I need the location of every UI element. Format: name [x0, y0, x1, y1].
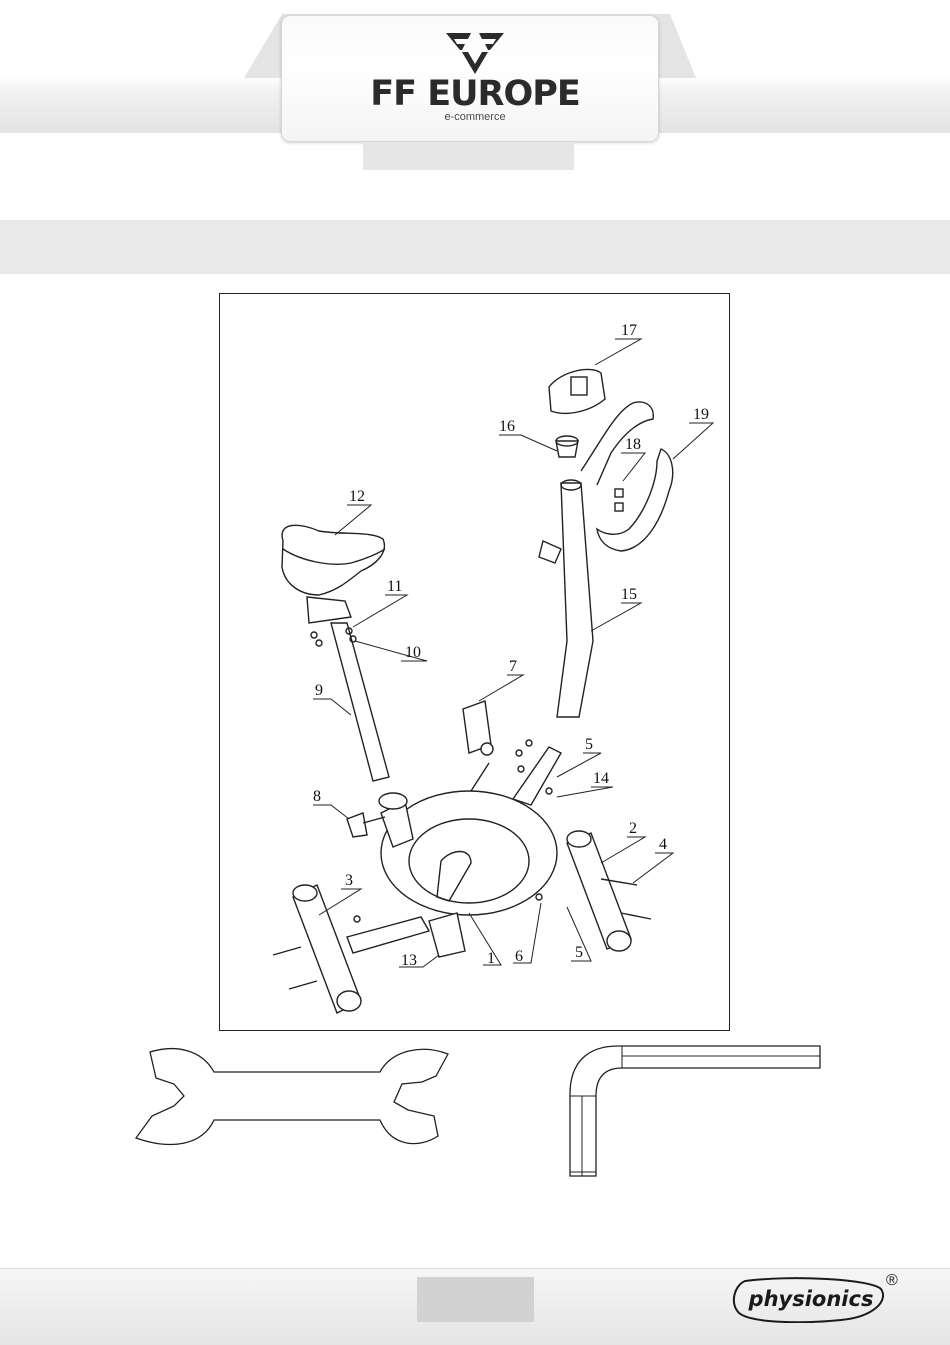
- open-end-wrench-icon: [130, 1044, 452, 1150]
- page-number-box: [417, 1277, 534, 1322]
- logo-title: FF EUROPE: [340, 72, 610, 116]
- part-label-5b: 5: [575, 944, 583, 961]
- part-label-15: 15: [621, 586, 637, 603]
- part-label-1: 1: [487, 950, 495, 967]
- saddle-part: [282, 525, 385, 623]
- logo-subtitle: e-commerce: [340, 111, 610, 123]
- part-label-6: 6: [515, 948, 523, 965]
- part-label-17: 17: [621, 322, 637, 339]
- registered-mark: ®: [886, 1272, 898, 1290]
- part-label-12: 12: [349, 488, 365, 505]
- part-label-19: 19: [693, 406, 709, 423]
- section-title-band: [0, 220, 950, 274]
- part-label-8: 8: [313, 788, 321, 805]
- console-part: [549, 369, 605, 413]
- part-label-5a: 5: [585, 736, 593, 753]
- brand-logo-text: physionics: [737, 1285, 885, 1313]
- part-label-13: 13: [401, 952, 417, 969]
- part-label-16: 16: [499, 418, 515, 435]
- ff-logo-icon: [444, 30, 506, 76]
- allen-key-icon: [568, 1044, 824, 1180]
- header-tab: [363, 143, 574, 170]
- part-label-3: 3: [345, 872, 353, 889]
- part-label-2: 2: [629, 820, 637, 837]
- handlebar-post-part: [539, 480, 593, 717]
- exploded-view-diagram: 17 19 16 18 12 11 10 15 7 9 5 14 8 2 4 3…: [220, 294, 729, 1030]
- pedal-part: [463, 701, 493, 755]
- part-label-7: 7: [509, 658, 517, 675]
- rear-stabilizer-part: [567, 831, 651, 951]
- part-label-18: 18: [625, 436, 641, 453]
- sleeve-part: [556, 436, 578, 457]
- pedal-left-part: [429, 913, 465, 957]
- part-label-9: 9: [315, 682, 323, 699]
- adjust-knob-part: [347, 813, 385, 837]
- part-label-10: 10: [405, 644, 421, 661]
- part-label-11: 11: [387, 578, 402, 595]
- part-label-4: 4: [659, 836, 667, 853]
- part-label-14: 14: [593, 770, 609, 787]
- exploded-view-frame: 17 19 16 18 12 11 10 15 7 9 5 14 8 2 4 3…: [219, 293, 730, 1031]
- front-stabilizer-part: [273, 885, 361, 1013]
